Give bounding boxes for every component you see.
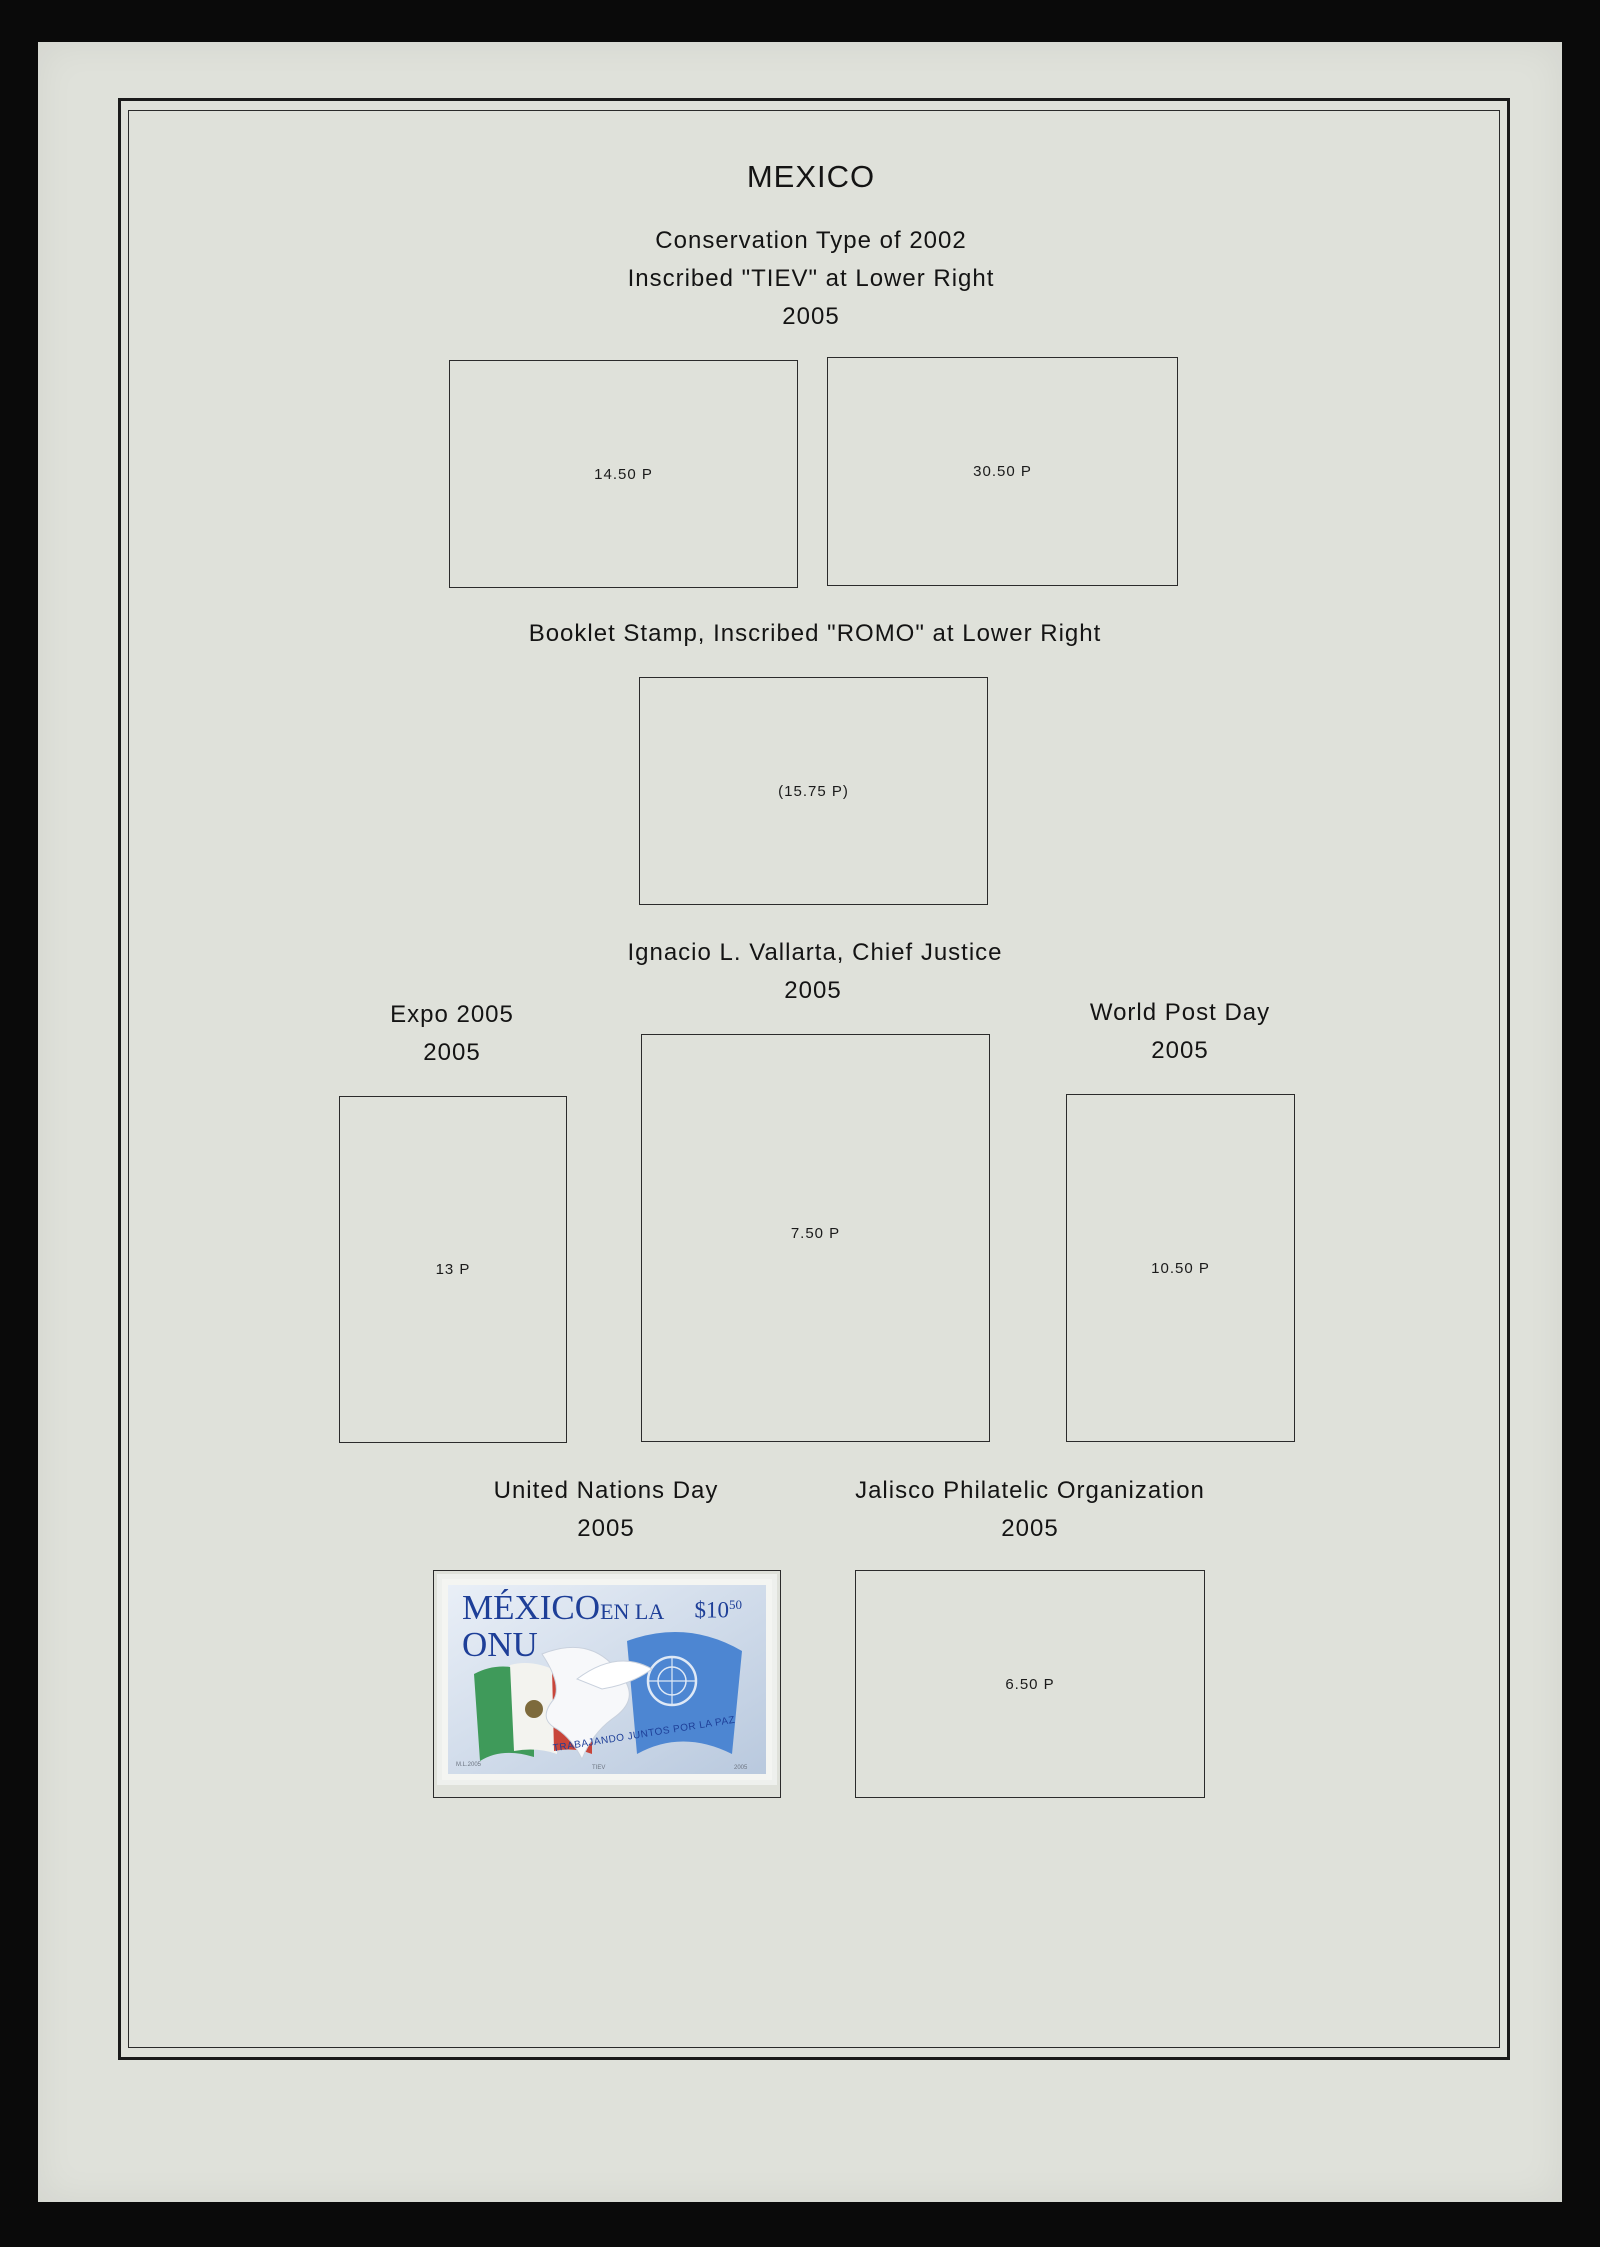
stamp-imprint-right: 2005 xyxy=(734,1765,748,1771)
world-post-heading: World Post Day xyxy=(1089,999,1271,1026)
stamp-slot-13[interactable]: 13 P xyxy=(339,1096,567,1443)
stamp-value: $1050 xyxy=(694,1597,743,1623)
stamp-slot-10-50[interactable]: 10.50 P xyxy=(1066,1094,1295,1442)
vallarta-heading: Ignacio L. Vallarta, Chief Justice xyxy=(627,939,1003,966)
denomination-label: 10.50 P xyxy=(1151,1259,1210,1277)
conservation-heading: Conservation Type of 2002 xyxy=(655,227,967,254)
jalisco-year: 2005 xyxy=(1001,1515,1059,1542)
stamp-slot-7-50[interactable]: 7.50 P xyxy=(641,1034,990,1442)
jalisco-heading: Jalisco Philatelic Organization xyxy=(855,1477,1205,1504)
denomination-label: 6.50 P xyxy=(1005,1675,1055,1693)
stamp-artwork xyxy=(448,1585,766,1774)
album-page xyxy=(38,42,1562,2202)
vallarta-year: 2005 xyxy=(784,977,842,1004)
conservation-subheading: Inscribed "TIEV" at Lower Right xyxy=(627,265,995,292)
stamp-imprint-mid: TIEV xyxy=(592,1765,606,1771)
page-border-outer xyxy=(118,98,1510,2060)
stamp-mount-un-day[interactable] xyxy=(433,1570,781,1798)
page-border-inner xyxy=(128,110,1500,2048)
un-day-stamp[interactable]: MÉXICOEN LA ONU $1050 TRABAJANDO JUNTOS … xyxy=(442,1579,772,1780)
booklet-heading: Booklet Stamp, Inscribed "ROMO" at Lower… xyxy=(528,620,1102,647)
stamp-slot-15-75[interactable]: (15.75 P) xyxy=(639,677,988,905)
denomination-label: 14.50 P xyxy=(594,465,653,483)
stamp-slot-30-50[interactable]: 30.50 P xyxy=(827,357,1178,586)
stamp-slot-6-50[interactable]: 6.50 P xyxy=(855,1570,1205,1798)
denomination-label: (15.75 P) xyxy=(778,782,849,800)
conservation-year: 2005 xyxy=(782,303,840,330)
expo-heading: Expo 2005 xyxy=(390,1001,514,1028)
expo-year: 2005 xyxy=(423,1039,481,1066)
stamp-imprint-left: M.L.2005 xyxy=(456,1762,482,1768)
un-day-heading: United Nations Day xyxy=(493,1477,719,1504)
denomination-label: 30.50 P xyxy=(973,463,1032,480)
stamp-slot-14-50[interactable]: 14.50 P xyxy=(449,360,798,588)
denomination-label: 13 P xyxy=(435,1261,471,1278)
world-post-year: 2005 xyxy=(1151,1037,1209,1064)
page-title: MEXICO xyxy=(746,159,876,194)
un-day-year: 2005 xyxy=(577,1515,635,1542)
denomination-label: 7.50 P xyxy=(790,1224,841,1242)
stamp-title: MÉXICOEN LA ONU xyxy=(462,1588,665,1664)
